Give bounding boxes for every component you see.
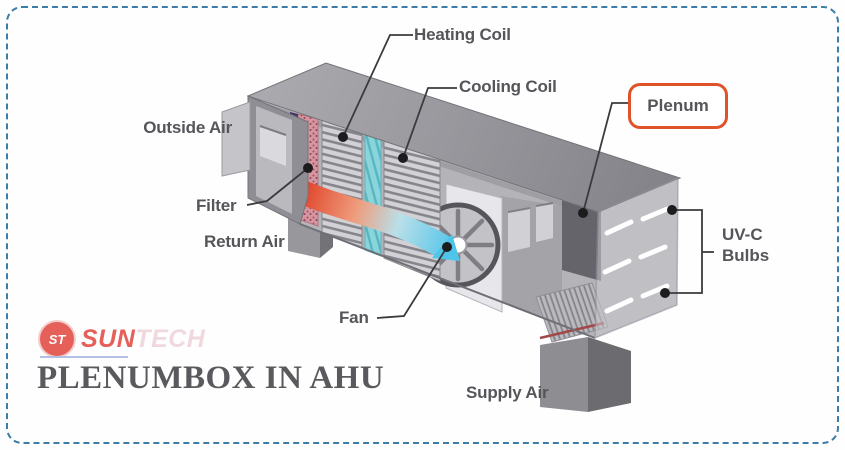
plenum-leader [582, 102, 630, 214]
label-return-air: Return Air [204, 232, 285, 251]
label-plenum-highlight: Plenum [628, 83, 728, 129]
ahu-unit [221, 62, 682, 343]
leader-lines [246, 34, 714, 319]
fan-leader [376, 246, 448, 319]
page-title: PLENUMBOX IN AHU [37, 360, 385, 396]
filter-leader [246, 167, 309, 206]
heating-coil-leader [342, 34, 413, 138]
label-fan: Fan [339, 308, 369, 327]
leader-dots [303, 132, 677, 298]
brand-wordmark: SUNTECH [81, 325, 205, 354]
label-filter: Filter [196, 196, 237, 215]
mid-wall-graphic [500, 196, 562, 322]
uv-bulbs-graphic [594, 176, 679, 340]
heating-coil-dot [338, 132, 348, 142]
label-plenum: Plenum [647, 96, 709, 115]
label-uvc-line2: Bulbs [722, 246, 770, 265]
label-uvc-bulbs: UV-C Bulbs [722, 224, 769, 266]
outside-air-duct [221, 95, 309, 225]
brand-sun: SUN [81, 324, 136, 353]
cooling-coil-leader [402, 87, 457, 159]
label-cooling-coil: Cooling Coil [459, 77, 557, 96]
filter-dot [303, 163, 313, 173]
fan-dot [442, 242, 452, 252]
unit-bottom-edge [299, 223, 596, 339]
suntech-badge-icon: ST [38, 320, 76, 358]
label-heating-coil: Heating Coil [414, 25, 511, 44]
plenum-dot [578, 208, 588, 218]
uvc-dot-bottom [660, 288, 670, 298]
brand-logo: ST SUNTECH [38, 320, 205, 358]
badge-initials: ST [48, 331, 66, 347]
cooling-coil-dot [398, 153, 408, 163]
label-outside-air: Outside Air [143, 118, 232, 137]
unit-top-face [246, 62, 682, 213]
uvc-dot-top [667, 205, 677, 215]
label-uvc-line1: UV-C [722, 225, 763, 244]
label-supply-air: Supply Air [466, 383, 549, 402]
brand-underline [40, 356, 128, 358]
pedestal-graphic [540, 337, 631, 412]
brand-tech: TECH [135, 324, 206, 353]
